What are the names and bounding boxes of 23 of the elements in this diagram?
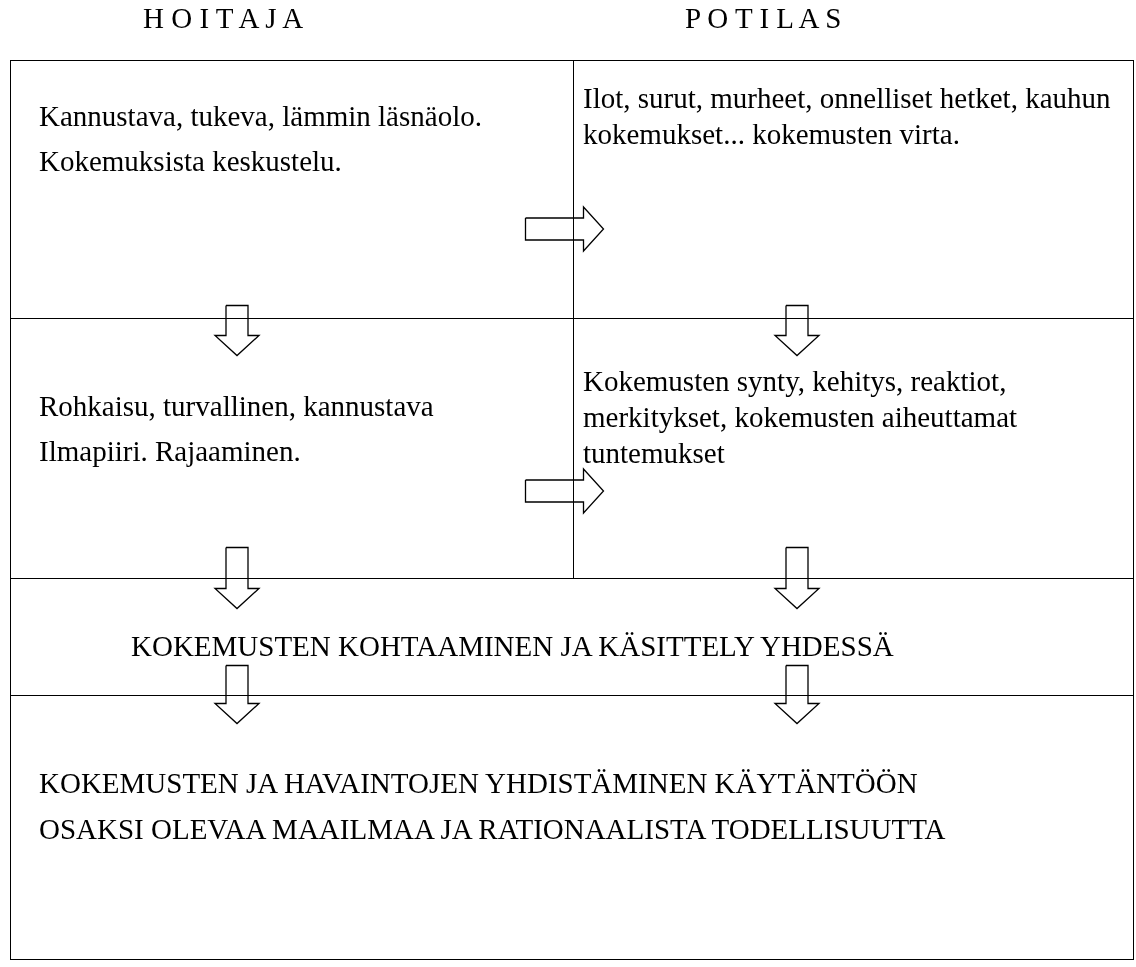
block-arrow xyxy=(773,546,821,610)
cell-text: KOKEMUSTEN JA HAVAINTOJEN YHDISTÄMINEN KÄYTÄNTÖÖN xyxy=(39,766,919,801)
block-arrow xyxy=(524,205,605,253)
column-heading: H O I T A J A xyxy=(143,2,304,35)
cell-text: Kannustava, tukeva, lämmin läsnäolo. xyxy=(39,99,483,134)
grid-cell xyxy=(10,695,1134,960)
cell-text: Ilot, surut, murheet, onnelliset hetket, kauhun kokemukset... kokemusten virta. xyxy=(583,81,1112,152)
grid-cell xyxy=(10,578,1134,696)
cell-text: Kokemuksista keskustelu. xyxy=(39,144,343,179)
block-arrow xyxy=(213,664,261,725)
column-heading: P O T I L A S xyxy=(685,2,842,35)
cell-text: Rohkaisu, turvallinen, kannustava xyxy=(39,389,435,424)
block-arrow xyxy=(524,467,605,515)
block-arrow xyxy=(773,664,821,725)
cell-text: Ilmapiiri. Rajaaminen. xyxy=(39,434,302,469)
block-arrow xyxy=(213,546,261,610)
grid-cell xyxy=(10,60,574,319)
grid-cell xyxy=(573,60,1134,319)
block-arrow xyxy=(213,304,261,357)
cell-text: OSAKSI OLEVAA MAAILMAA JA RATIONAALISTA TODELLISUUTTA xyxy=(39,812,947,847)
cell-text: Kokemusten synty, kehitys, reaktiot, merkitykset, kokemusten aiheuttamat tuntemukset xyxy=(583,364,1019,471)
cell-text: KOKEMUSTEN KOHTAAMINEN JA KÄSITTELY YHDESSÄ xyxy=(131,629,895,664)
block-arrow xyxy=(773,304,821,357)
